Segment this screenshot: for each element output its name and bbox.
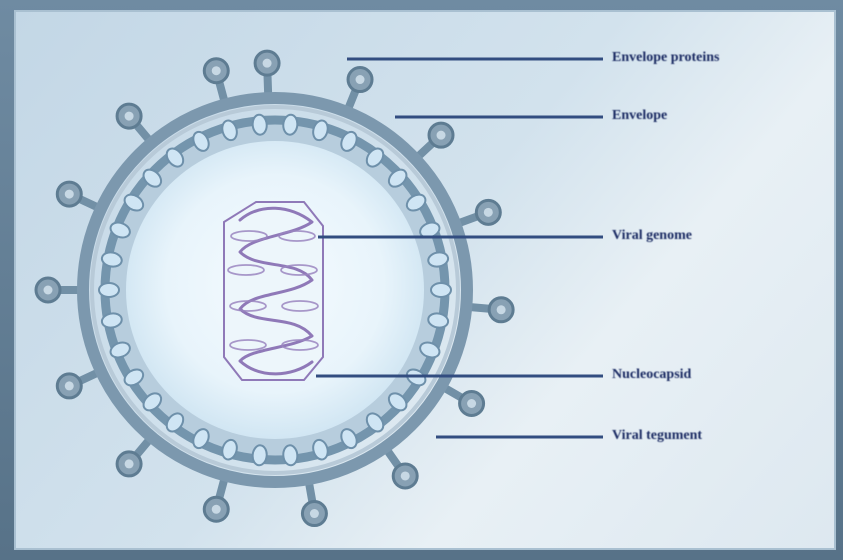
spike-head-highlight [44, 286, 53, 295]
envelope-protein-spike [415, 123, 453, 159]
spike-head-highlight [310, 509, 319, 518]
nucleocapsid-outline [224, 202, 323, 380]
spike-head-highlight [484, 208, 493, 217]
spike-head-highlight [212, 505, 221, 514]
spike-head-highlight [65, 190, 74, 199]
label-envelope-proteins: Envelope proteins [612, 51, 719, 65]
spike-head-highlight [497, 305, 506, 314]
envelope-protein-spike [117, 104, 151, 143]
capsomere [282, 114, 298, 135]
spike-head-highlight [356, 75, 365, 84]
spike-head-highlight [212, 66, 221, 75]
spike-head-highlight [437, 131, 446, 140]
envelope-protein-spike [455, 200, 500, 224]
envelope-protein-spike [204, 475, 228, 521]
envelope-protein-spike [117, 437, 151, 476]
envelope-protein-spike [385, 447, 417, 488]
envelope-protein-spike [255, 51, 279, 98]
spike-head-highlight [467, 399, 476, 408]
envelope-protein-spike [302, 479, 326, 525]
label-nucleocapsid: Nucleocapsid [612, 368, 691, 382]
spike-head-highlight [125, 112, 134, 121]
capsomere [282, 445, 298, 466]
spike-head-highlight [65, 381, 74, 390]
envelope-protein-spike [466, 298, 513, 322]
label-envelope: Envelope [612, 109, 667, 123]
label-viral-tegument: Viral tegument [612, 429, 702, 443]
envelope-protein-spike [57, 371, 101, 398]
envelope-protein-spike [57, 182, 101, 209]
spike-head-highlight [401, 471, 410, 480]
spike-head-highlight [125, 459, 134, 468]
capsomere [252, 114, 268, 135]
envelope-protein-spike [36, 278, 83, 302]
capsomere [99, 283, 119, 297]
envelope-protein-spike [347, 68, 372, 112]
envelope-protein-spike [204, 59, 228, 105]
capsomere [252, 445, 268, 466]
envelope-protein-spike [441, 386, 483, 416]
label-viral-genome: Viral genome [612, 229, 692, 243]
capsomere [431, 283, 451, 297]
spike-head-highlight [263, 59, 272, 68]
